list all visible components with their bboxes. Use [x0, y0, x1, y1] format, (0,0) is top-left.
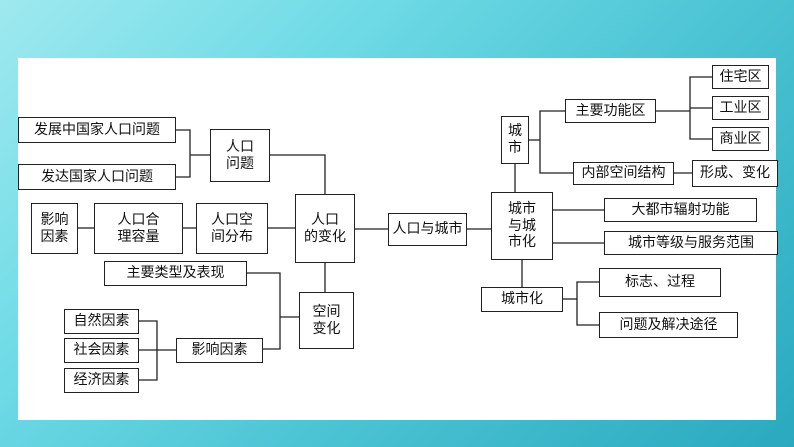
node-population-problems: 人口 问题 [210, 129, 270, 182]
node-urbanization: 城市化 [481, 287, 563, 312]
node-city: 城 市 [501, 116, 529, 164]
node-spatial-change: 空间 变化 [299, 292, 354, 349]
node-reasonable-capacity: 人口合 理容量 [94, 203, 183, 254]
node-influence-factors-b: 影响因素 [176, 338, 263, 363]
node-influence-factors-a: 影响 因素 [31, 203, 78, 254]
node-commercial-zone: 商业区 [712, 127, 769, 151]
node-internal-spatial-structure: 内部空间结构 [573, 162, 674, 185]
node-spatial-distribution: 人口空 间分布 [196, 203, 268, 254]
node-main-functional-zones: 主要功能区 [565, 99, 656, 123]
node-city-and-urbanization: 城市 与城 市化 [491, 192, 553, 260]
node-population-and-city: 人口与城市 [388, 213, 467, 246]
node-city-hierarchy: 城市等级与服务范围 [604, 231, 778, 255]
node-residential-zone: 住宅区 [712, 65, 769, 89]
node-social-factors: 社会因素 [64, 338, 139, 363]
node-population-change: 人口 的变化 [295, 194, 355, 263]
node-metropolis-radiation: 大都市辐射功能 [604, 198, 757, 222]
node-developed-country-problems: 发达国家人口问题 [18, 164, 176, 190]
node-economic-factors: 经济因素 [64, 368, 139, 393]
node-main-types: 主要类型及表现 [104, 261, 247, 286]
node-developing-country-problems: 发展中国家人口问题 [18, 117, 176, 143]
node-signs-process: 标志、过程 [599, 268, 721, 297]
node-formation-change: 形成、变化 [692, 160, 778, 187]
node-natural-factors: 自然因素 [64, 309, 139, 334]
node-industrial-zone: 工业区 [712, 96, 769, 120]
node-problems-solutions: 问题及解决途径 [599, 312, 738, 338]
